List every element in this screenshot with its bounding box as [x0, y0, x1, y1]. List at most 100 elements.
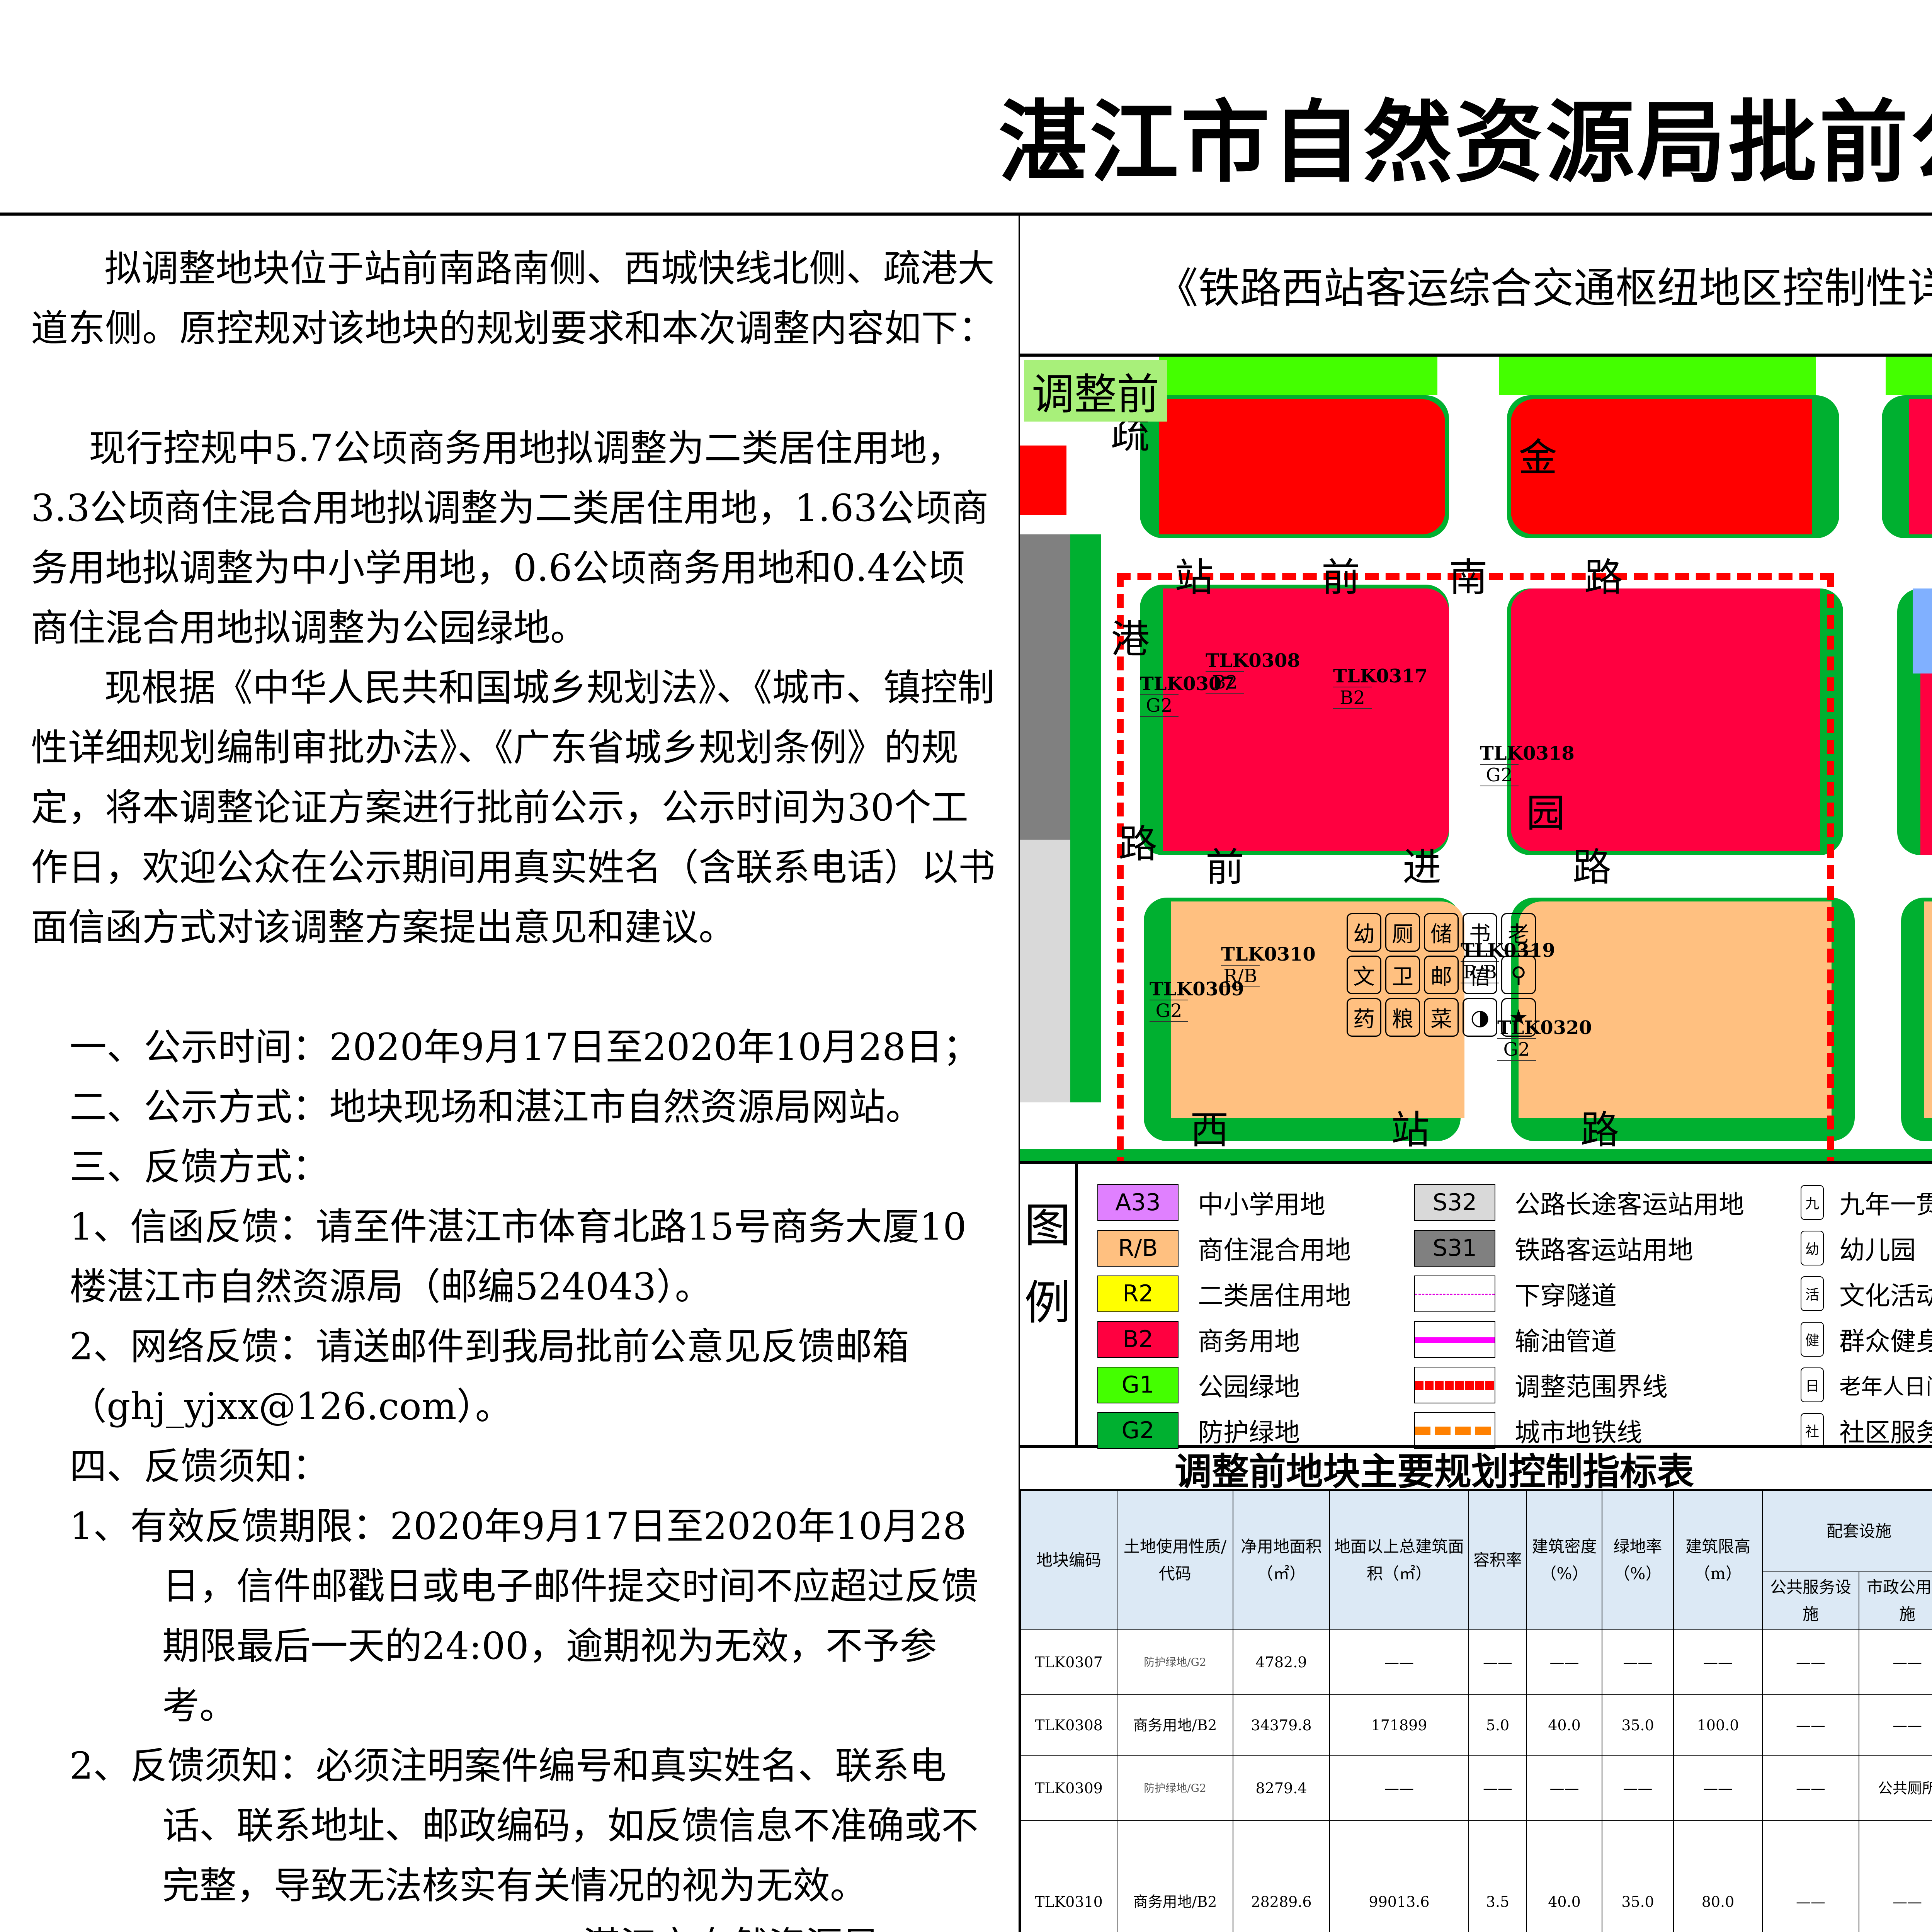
table-cell: —— [1858, 1629, 1932, 1695]
table-cell: —— [1673, 1629, 1763, 1695]
health-station-icon: 卫 [1385, 956, 1420, 994]
road-name: 进 [1403, 845, 1441, 890]
table-cell: 绿地率（%） [1602, 1490, 1674, 1630]
table-cell: 80.0 [1673, 1820, 1763, 1932]
bookstore-icon: 书 [1463, 913, 1497, 952]
pharmacy-icon: 药 [1347, 998, 1381, 1037]
notice-item-email: 2、网络反馈：请送邮件到我局批前公意见反馈邮箱（ghj_yjxx@126.com… [70, 1325, 910, 1428]
parcel-s31 [1020, 534, 1074, 840]
table-cell: 4782.9 [1233, 1629, 1330, 1695]
table-cell: 3.5 [1468, 1820, 1527, 1932]
map-before-label: 调整前 [1024, 360, 1167, 422]
notice-item-time: 一、公示时间：2020年9月17日至2020年10月28日； [70, 1026, 980, 1069]
parcel-b2 [1020, 446, 1066, 515]
page-header: 湛江市自然资源局批前公示 [0, 57, 1932, 216]
table-cell: TLK0307 [1020, 1629, 1117, 1695]
notice-item-feedback: 三、反馈方式： [70, 1145, 329, 1189]
table-cell: 34379.8 [1233, 1694, 1330, 1756]
table-cell: 35.0 [1602, 1820, 1674, 1932]
table-cell: 地块编码 [1020, 1490, 1117, 1630]
map-before[interactable]: 调整前 [1020, 357, 1932, 1161]
parcel-tlk0319-rb [1519, 901, 1832, 1118]
table-cell: 商务用地/B2 [1117, 1694, 1233, 1756]
table-cell: TLK0308 [1020, 1694, 1117, 1756]
road-name: 西 [1190, 1107, 1229, 1153]
road-name: 路 [1119, 821, 1157, 867]
savings-icon: 储 [1424, 913, 1459, 952]
notice-intro: 拟调整地块位于站前南路南侧、西城快线北侧、疏港大道东侧。原控规对该地块的规划要求… [31, 247, 995, 350]
culture-activity-icon: 活 [1801, 1276, 1824, 1311]
table-cell: 防护绿地/G2 [1117, 1629, 1233, 1695]
table-cell: —— [1858, 1694, 1932, 1756]
signature: 湛江市自然资源局 [31, 1916, 995, 1932]
parcel-b2 [1909, 399, 1932, 534]
table-cell: 公共厕所 [1858, 1755, 1932, 1821]
road-name: 路 [1573, 845, 1611, 890]
market-icon: 菜 [1424, 998, 1459, 1037]
table-cell: 市政公用设施 [1858, 1571, 1932, 1630]
table-cell: —— [1468, 1629, 1527, 1695]
map-title: 《铁路西站客运综合交通枢纽地区控制性详细规划》TLK03管理单元局部地块控规调整… [1020, 216, 1932, 357]
table-cell: —— [1673, 1755, 1763, 1821]
table-cell: 建筑密度（%） [1526, 1490, 1602, 1630]
table-cell: 40.0 [1526, 1694, 1602, 1756]
road-name: 港 [1111, 617, 1150, 662]
road-name: 路 [1584, 555, 1623, 600]
community-center-icon: ⚲ [1501, 956, 1536, 994]
table-cell: 土地使用性质/代码 [1117, 1490, 1233, 1630]
table-cell: —— [1762, 1629, 1859, 1695]
table-before: 调整前地块主要规划控制指标表 地块编码 土地使用性质/代码 净用地面积（㎡） 地… [1020, 1448, 1932, 1932]
facility-icons-tlk0319: 幼 厕 储 书 老 文 卫 邮 信 ⚲ 药 粮 菜 ◑ ★ [1347, 913, 1536, 1037]
table-cell: 商务用地/B2 [1117, 1820, 1233, 1932]
boundary-line-icon [1414, 1366, 1495, 1403]
table-cell: —— [1602, 1755, 1674, 1821]
notice-adjustment: 现行控规中5.7公顷商务用地拟调整为二类居住用地，3.3公顷商住混合用地拟调整为… [31, 427, 989, 650]
legend-community-station: 社社区服务站 [1801, 1408, 1932, 1453]
table-before-title: 调整前地块主要规划控制指标表 [1020, 1448, 1932, 1493]
table-cell: —— [1526, 1755, 1602, 1821]
parcel-g1 [1499, 357, 1816, 395]
parcel-s32 [1020, 840, 1078, 1102]
parcel-tlk0310-rb [1171, 901, 1464, 1118]
table-cell: 建筑限高（m） [1673, 1490, 1763, 1630]
legend-fitness: 健群众健身设施 [1801, 1316, 1932, 1362]
table-row: 地块编码 土地使用性质/代码 净用地面积（㎡） 地面以上总建筑面积（㎡） 容积率… [1020, 1490, 1932, 1630]
table-cell: 100.0 [1673, 1694, 1763, 1756]
parcel-tlk0308-b2 [1163, 588, 1449, 851]
telecom-office-icon: 信 [1463, 956, 1497, 994]
table-cell: —— [1329, 1755, 1469, 1821]
table-cell: 容积率 [1468, 1490, 1527, 1630]
table-cell: —— [1858, 1820, 1932, 1932]
table-cell: 8279.4 [1233, 1755, 1330, 1821]
table-cell: 99013.6 [1329, 1820, 1469, 1932]
culture-center-icon: 文 [1347, 956, 1381, 994]
notice-item-rules: 四、反馈须知： [70, 1445, 329, 1488]
legend-underpass: 下穿隧道 [1414, 1271, 1801, 1316]
table-cell: 配套设施 [1762, 1490, 1932, 1572]
table-cell: TLK0309 [1020, 1755, 1117, 1821]
kindergarten-icon: 幼 [1347, 913, 1381, 952]
notice-item-deadline: 1、有效反馈期限：2020年9月17日至2020年10月28日，信件邮戳日或电子… [70, 1505, 978, 1728]
parcel-g1 [1886, 357, 1932, 395]
fitness-icon: 健 [1801, 1322, 1824, 1357]
table-cell: —— [1468, 1755, 1527, 1821]
legend-oil-pipeline: 输油管道 [1414, 1316, 1801, 1362]
metro-line-icon [1414, 1412, 1495, 1449]
table-cell: 35.0 [1602, 1694, 1674, 1756]
parcel-rb [1924, 901, 1932, 1118]
table-cell: 净用地面积（㎡） [1233, 1490, 1330, 1630]
table-row: 公共服务设施市政公用设施 [1020, 1571, 1932, 1630]
